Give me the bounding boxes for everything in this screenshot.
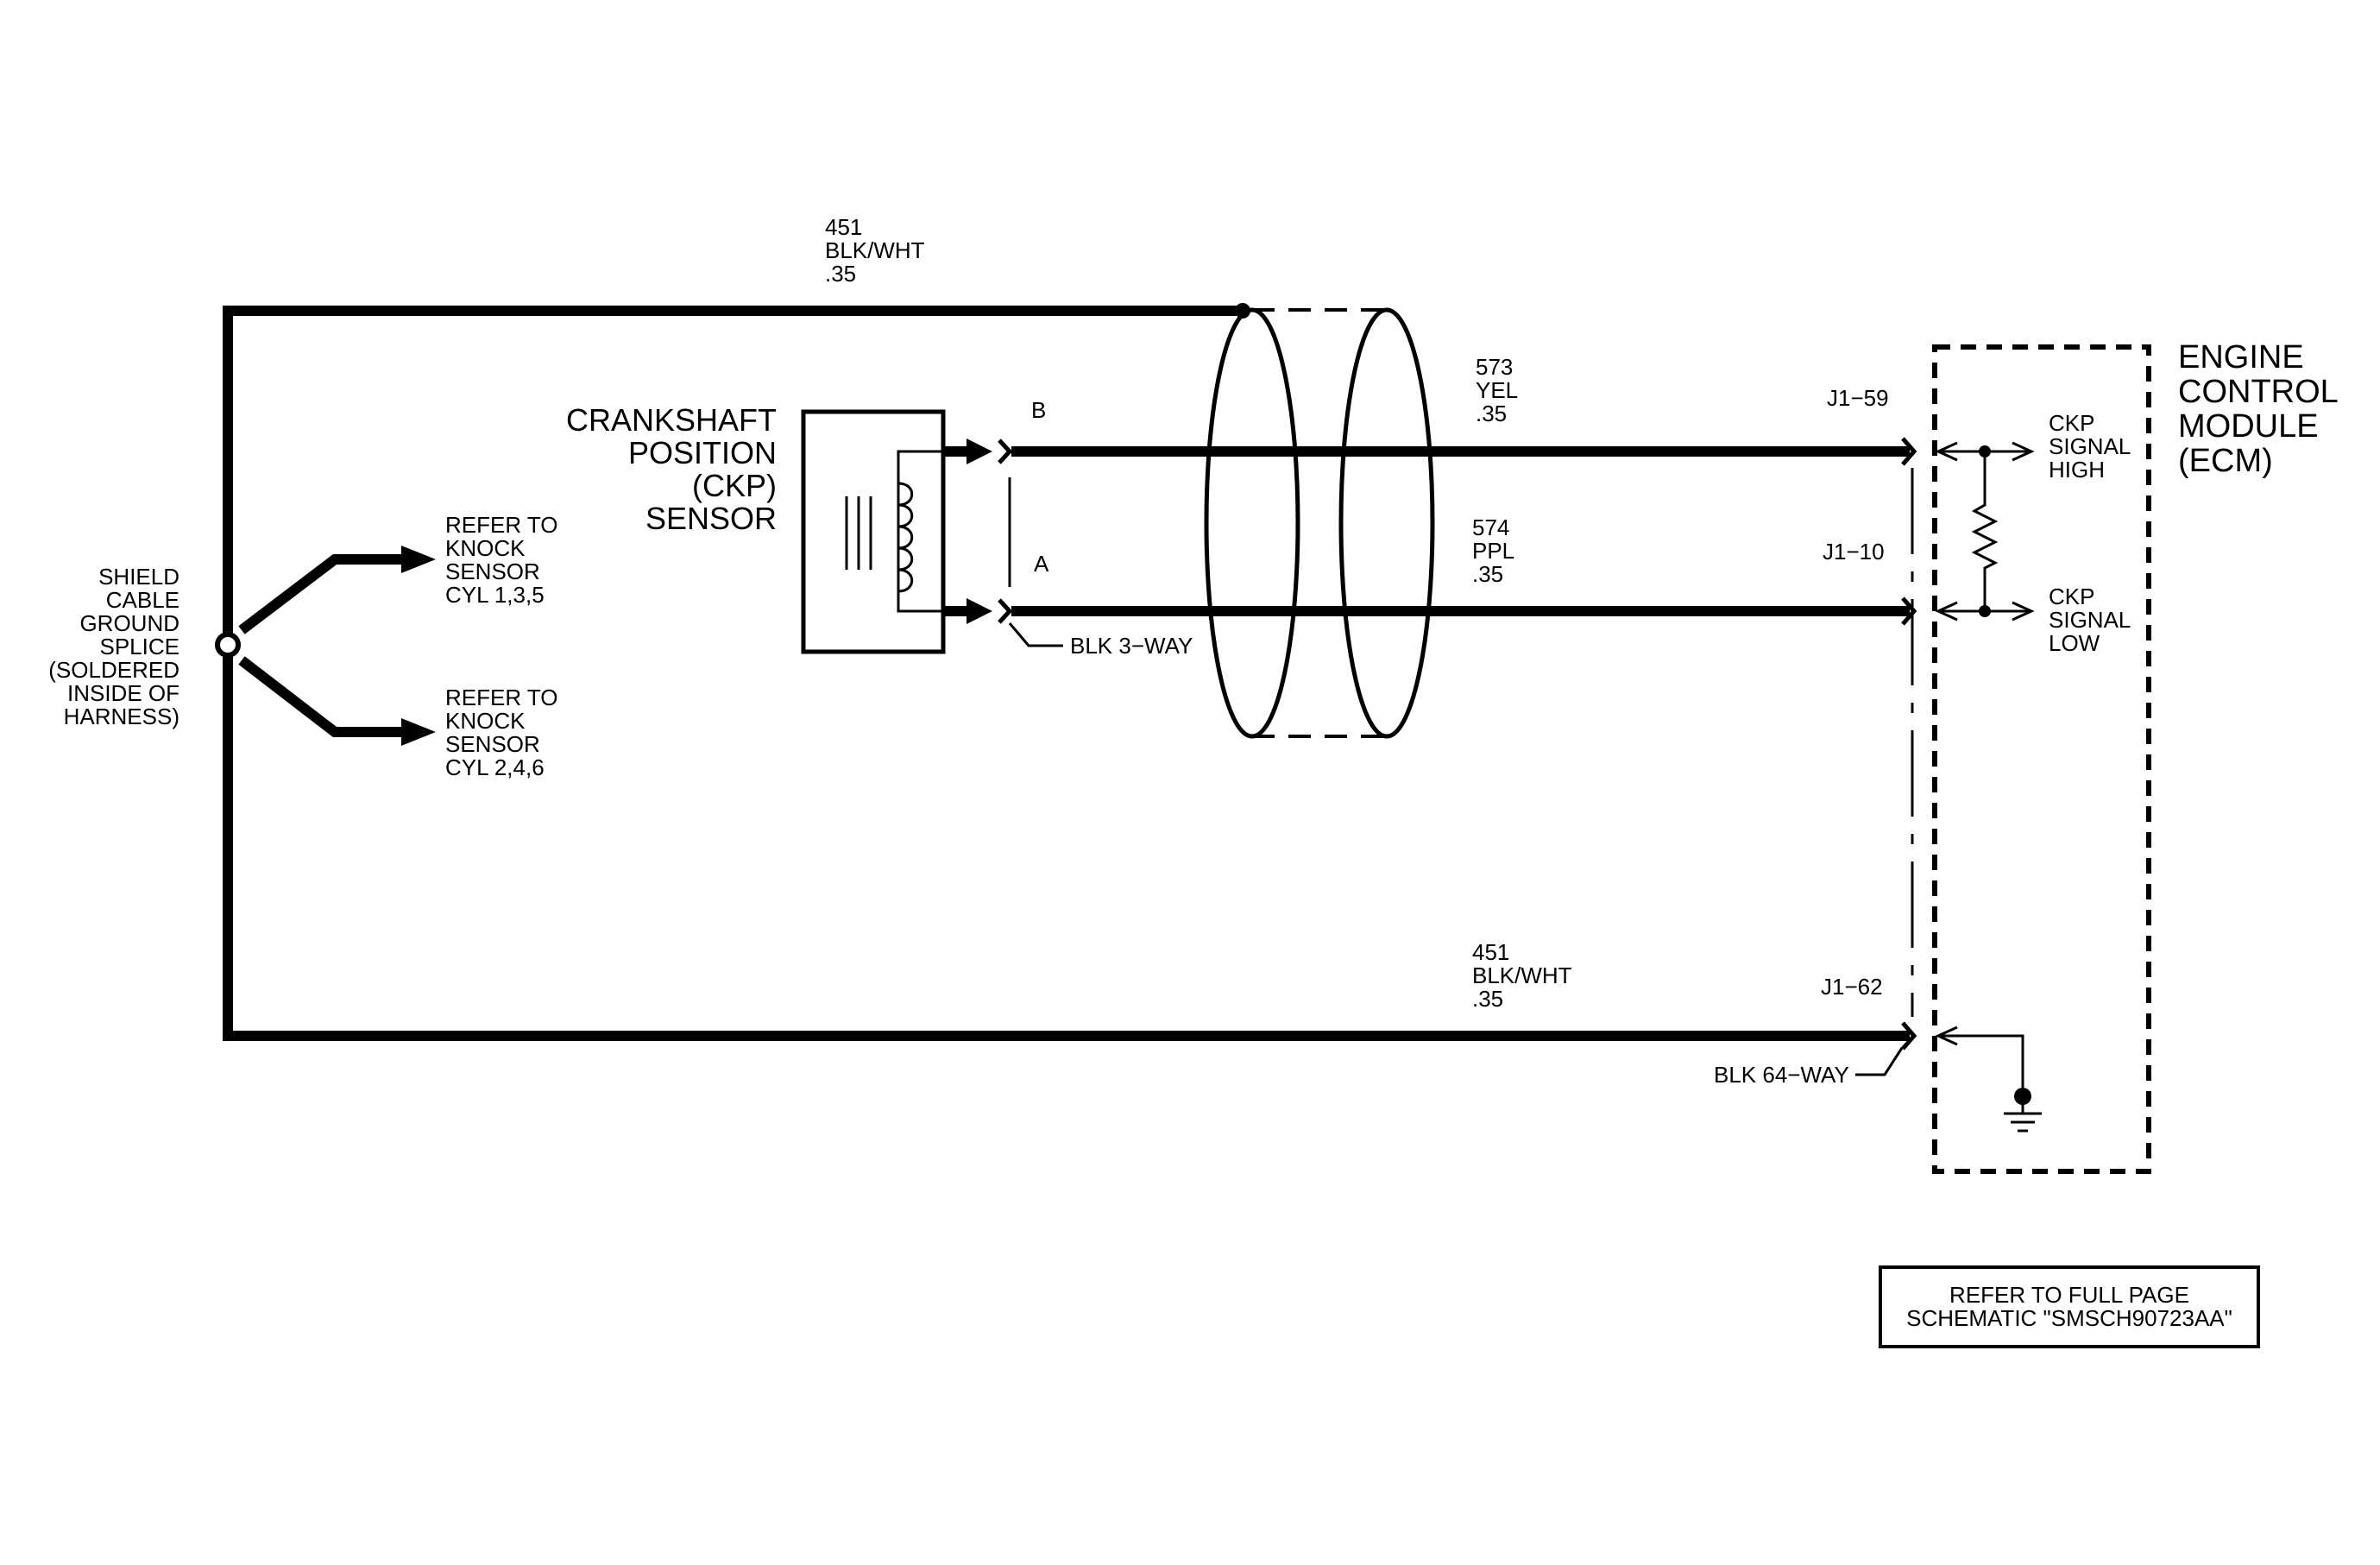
wire-circuit: 451 — [825, 214, 863, 240]
ecm-ckp-inputs — [1935, 441, 2035, 622]
blk-3-way-connector — [998, 439, 1063, 647]
ecm-pin-j1-10: J1−10 — [1823, 539, 1885, 565]
ecm-pin-j1-59: J1−59 — [1827, 385, 1889, 411]
blk-3-way-label: BLK 3−WAY — [1070, 633, 1193, 659]
knock-sensor-branch-upper — [238, 546, 436, 634]
wire-gauge: .35 — [1476, 401, 1508, 426]
ecm-pin-j1-62: J1−62 — [1821, 974, 1883, 1000]
blk-64-way-label: BLK 64−WAY — [1714, 1062, 1849, 1088]
ckp-sensor-body — [801, 409, 946, 654]
shield-ground-splice — [215, 632, 241, 658]
wire-gauge: .35 — [1472, 561, 1504, 587]
wire-gauge: .35 — [1472, 986, 1504, 1012]
wire-circuit: 451 — [1472, 939, 1510, 965]
shield-wire-451-top — [223, 303, 1250, 639]
sensor-pin-b-label: B — [1031, 397, 1047, 423]
knock-sensor-branch-lower — [238, 656, 436, 746]
wire-color: BLK/WHT — [825, 237, 925, 263]
wire-color: YEL — [1476, 377, 1519, 403]
wire-circuit: 574 — [1472, 514, 1510, 540]
wire-circuit: 573 — [1476, 354, 1514, 380]
sensor-pin-b-lead — [943, 439, 992, 464]
ecm-ground-circuit — [1935, 1025, 2031, 1105]
wire-color: PPL — [1472, 538, 1515, 564]
sensor-pin-a-label: A — [1034, 551, 1049, 577]
twisted-pair-shield — [1204, 307, 1435, 739]
wire-gauge: .35 — [825, 261, 857, 287]
wire-color: BLK/WHT — [1472, 962, 1572, 988]
sensor-pin-a-lead — [943, 598, 992, 624]
ecm-connector-chevrons — [1855, 437, 1917, 1076]
ground-symbol-icon — [2004, 1105, 2042, 1133]
shield-wire-451-bottom — [223, 652, 1910, 1041]
ecm-module-box — [1932, 344, 2151, 1174]
